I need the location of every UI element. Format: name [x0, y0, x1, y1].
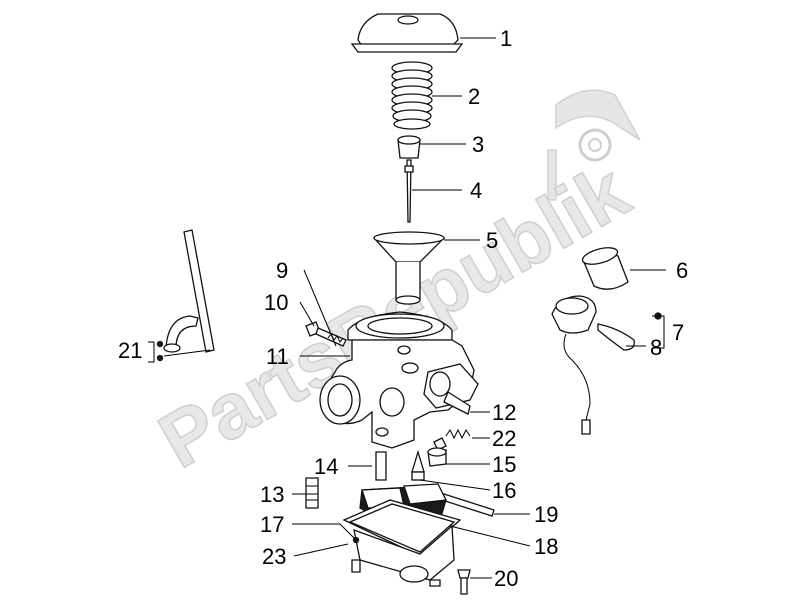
part-15-plug	[427, 447, 447, 467]
callout-7: 7	[672, 320, 684, 345]
part-5-slide	[372, 231, 446, 305]
part-6-cap	[581, 247, 629, 290]
callout-4: 4	[470, 178, 482, 203]
callout-21: 21	[118, 338, 142, 363]
callout-17: 17	[260, 512, 284, 537]
part-19-float-pin	[441, 493, 495, 517]
callout-5: 5	[486, 228, 498, 253]
part-17-18-23-float-bowl	[342, 499, 462, 587]
callout-9: 9	[276, 258, 288, 283]
callout-6: 6	[676, 258, 688, 283]
callout-15: 15	[492, 452, 516, 477]
callout-2: 2	[468, 84, 480, 109]
part-2-spring	[391, 61, 433, 130]
callout-18: 18	[534, 534, 558, 559]
part-20-screw	[457, 569, 471, 595]
callout-20: 20	[494, 566, 518, 591]
part-9-10-screw-spring	[305, 321, 347, 347]
part-1-top-cover	[350, 13, 464, 53]
callout-11: 11	[266, 344, 289, 369]
callout-16: 16	[492, 478, 516, 503]
carburetor-body	[319, 311, 479, 449]
callout-22: 22	[492, 426, 516, 451]
part-14-jet	[375, 451, 387, 481]
part-8-clip	[597, 323, 635, 351]
part-21-hose	[156, 229, 215, 362]
part-13-needle-jet	[305, 477, 319, 509]
callout-1: 1	[500, 26, 512, 51]
part-12-22-idle-screw	[433, 428, 471, 451]
leader-lines	[148, 37, 666, 579]
callout-3: 3	[472, 132, 484, 157]
callout-13: 13	[260, 482, 284, 507]
callout-8: 8	[650, 335, 662, 360]
callout-14: 14	[314, 454, 338, 479]
callout-23: 23	[262, 544, 286, 569]
watermark-flag-logo	[547, 89, 641, 201]
part-7-starter	[551, 295, 662, 435]
part-4-needle	[404, 159, 414, 223]
callout-labels: 1 2 3 4 5 6 7 8 9 10 11 12 13 14 15 16 1…	[118, 26, 688, 591]
callout-19: 19	[534, 502, 558, 527]
part-3-seat	[397, 135, 421, 159]
callout-12: 12	[492, 400, 516, 425]
callout-10: 10	[264, 290, 288, 315]
part-16-float-needle	[411, 449, 425, 481]
